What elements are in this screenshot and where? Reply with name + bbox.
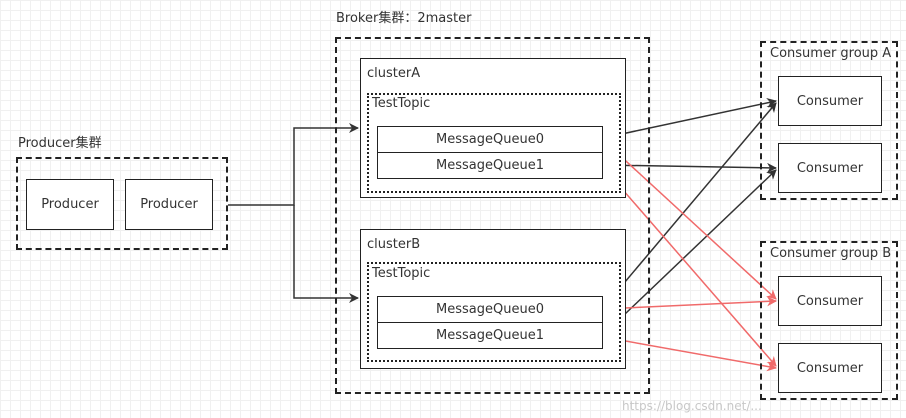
consumer-box: Consumer <box>778 143 882 193</box>
broker-cluster-title: Broker集群：2master <box>336 11 472 26</box>
producer-box: Producer <box>26 179 114 230</box>
a-mq1-to-consumer-b2-arrow <box>602 166 777 367</box>
producer-box: Producer <box>125 179 213 230</box>
cluster-a-queue-1: MessageQueue1 <box>377 152 603 179</box>
consumer-group-b-title: Consumer group B <box>770 246 892 261</box>
producer-group-title: Producer集群 <box>18 136 102 151</box>
watermark: https://blog.csdn.net/... <box>622 399 762 413</box>
cluster-b-topic <box>367 262 621 362</box>
cluster-b-queue-1: MessageQueue1 <box>377 322 603 349</box>
cluster-a-topic-name: TestTopic <box>372 96 431 111</box>
a-mq0-to-consumer-a1-arrow <box>602 97 777 139</box>
producer-group <box>16 157 228 250</box>
a-mq0-to-consumer-b1-arrow <box>602 139 777 300</box>
consumer-group-a-title: Consumer group A <box>770 46 892 61</box>
consumer-box: Consumer <box>778 276 882 326</box>
cluster-b-queue-0: MessageQueue0 <box>377 296 603 323</box>
cluster-b-topic-name: TestTopic <box>372 266 431 281</box>
producer-to-cluster-a-arrow <box>228 123 359 206</box>
consumer-group-a <box>760 41 898 200</box>
consumer-group-b <box>760 241 898 400</box>
b-mq1-to-consumer-b2-arrow <box>602 336 777 372</box>
b-mq0-to-consumer-b1-arrow <box>602 296 777 310</box>
b-mq0-to-consumer-a1-arrow <box>602 102 777 309</box>
broker-cluster <box>335 37 650 394</box>
cluster-a-name: clusterA <box>367 66 421 81</box>
consumer-box: Consumer <box>778 343 882 393</box>
cluster-a-topic <box>367 93 621 193</box>
consumer-box: Consumer <box>778 76 882 126</box>
cluster-a-queue-0: MessageQueue0 <box>377 126 603 153</box>
cluster-b-name: clusterB <box>367 237 421 252</box>
